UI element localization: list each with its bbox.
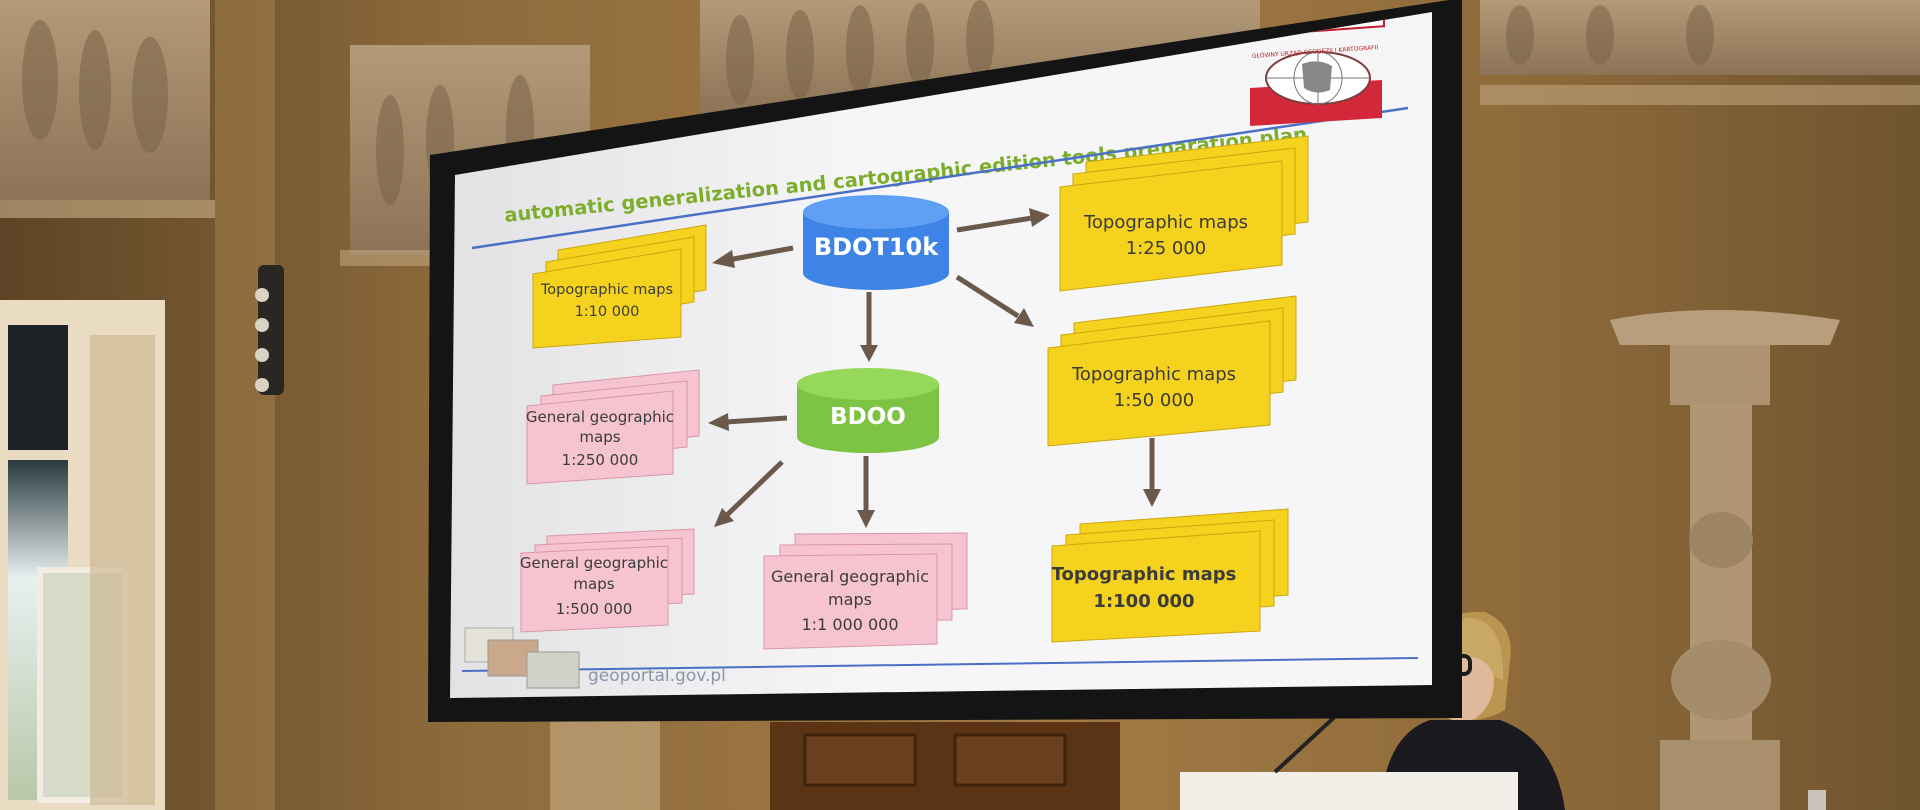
map-stack-topo-10k: Topographic maps 1:10 000 (532, 224, 707, 349)
map-stack-topo-100k-scale: 1:100 000 (1093, 591, 1194, 612)
db-label-bdot10k: BDOT10k (814, 233, 939, 261)
map-stack-general-1m-line2: maps (828, 590, 872, 609)
map-stack-topo-10k-scale: 1:10 000 (575, 304, 640, 320)
map-stack-topo-100k-title: Topographic maps (1052, 564, 1237, 585)
db-cylinder-bdot10k: BDOT10k (803, 195, 949, 290)
water-bottle (1808, 790, 1826, 810)
db-cylinder-bdoo: BDOO (797, 368, 939, 453)
db-label-bdoo: BDOO (830, 404, 906, 430)
title-underline (471, 106, 1409, 250)
flow-arrows (708, 208, 1161, 528)
lectern (1180, 772, 1518, 810)
spotlight-fixture (255, 265, 284, 395)
map-stack-general-250k-scale: 1:250 000 (562, 451, 639, 469)
map-stack-general-500k-scale: 1:500 000 (556, 600, 633, 618)
map-stack-topo-25k-scale: 1:25 000 (1126, 238, 1207, 259)
gugik-logo: GŁÓWNY URZĄD GEODEZJI I KARTOGRAFII (1245, 12, 1385, 126)
map-stack-topo-10k-title: Topographic maps (540, 282, 673, 298)
map-stack-topo-50k: Topographic maps 1:50 000 (1047, 295, 1297, 447)
pilaster (215, 0, 275, 810)
map-stack-topo-25k: Topographic maps 1:25 000 (1059, 135, 1309, 292)
footer-rule (461, 657, 1419, 672)
map-stack-general-500k-line2: maps (573, 575, 614, 593)
map-stack-topo-50k-scale: 1:50 000 (1114, 390, 1195, 411)
map-stack-general-500k: General geographic maps 1:500 000 (520, 528, 695, 633)
map-stack-topo-50k-title: Topographic maps (1071, 364, 1236, 385)
map-stack-general-250k-line1: General geographic (526, 408, 674, 426)
window-pane-dark (8, 325, 68, 450)
footer-url: geoportal.gov.pl (588, 666, 726, 686)
map-stack-general-1m-scale: 1:1 000 000 (802, 615, 899, 634)
map-stack-topo-25k-title: Topographic maps (1083, 212, 1248, 233)
ornamental-column (1610, 310, 1840, 810)
footer-map-thumbnails (464, 627, 580, 689)
map-stack-general-1m-line1: General geographic (771, 567, 929, 586)
map-stack-general-250k: General geographic maps 1:250 000 (526, 369, 700, 485)
map-stack-general-500k-line1: General geographic (520, 554, 668, 572)
microphone (1273, 710, 1342, 774)
map-stack-general-1m: General geographic maps 1:1 000 000 (763, 532, 968, 650)
map-stack-topo-100k: Topographic maps 1:100 000 (1051, 508, 1289, 643)
map-stack-general-250k-line2: maps (579, 428, 620, 446)
